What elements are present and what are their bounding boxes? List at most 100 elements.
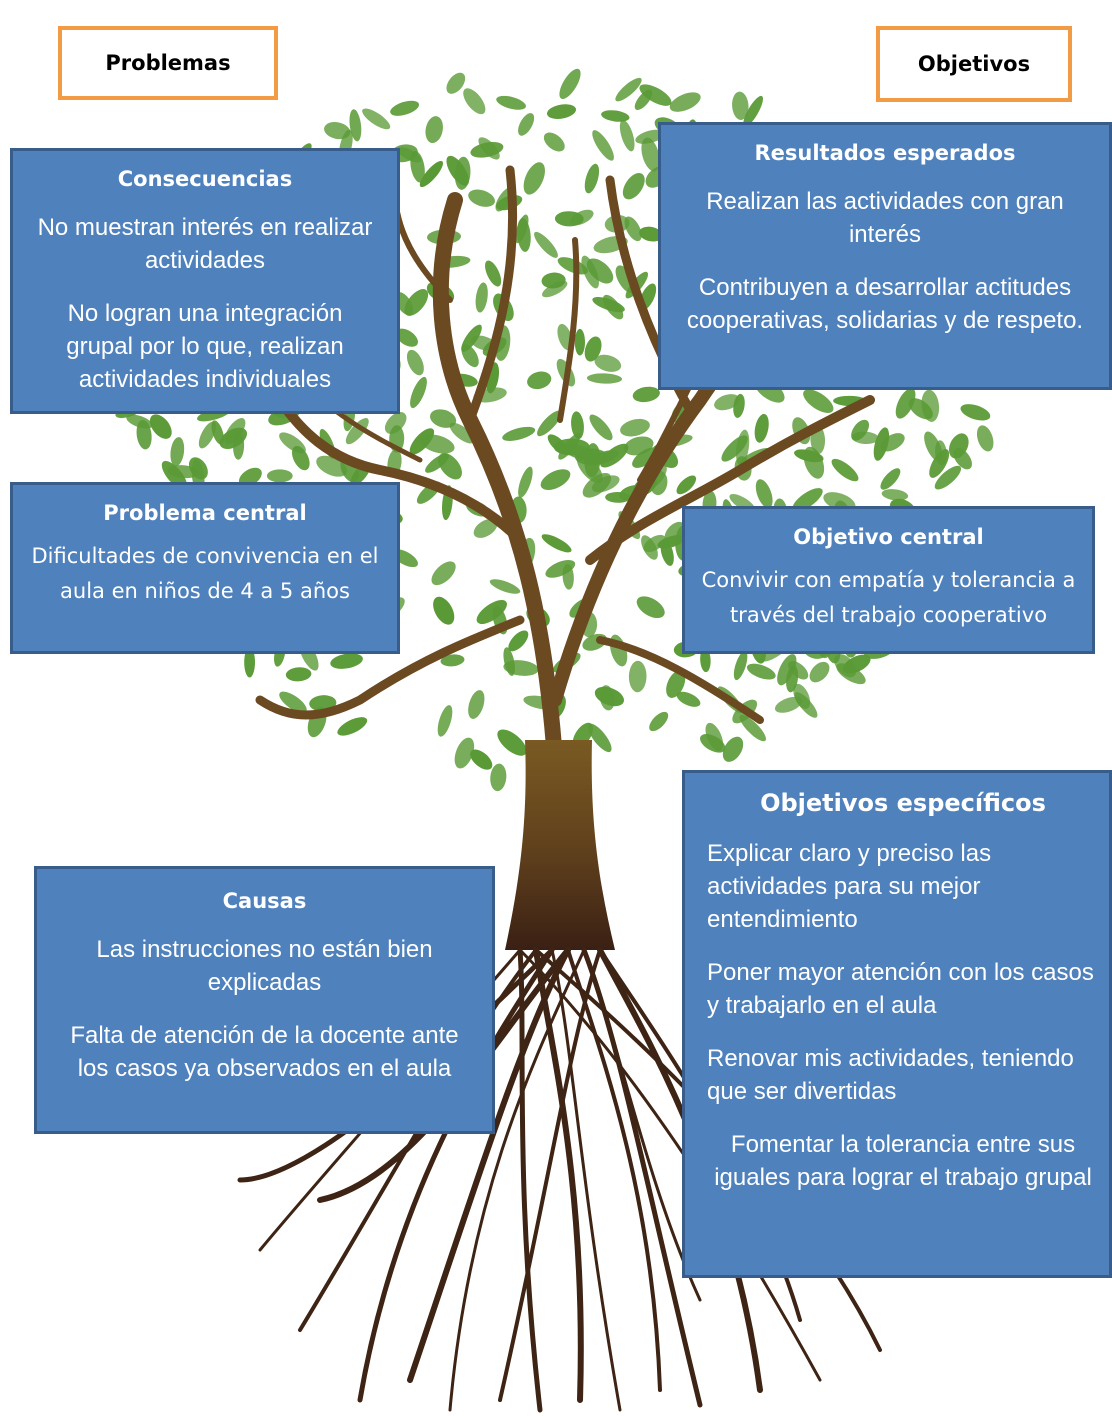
expected-result-item: Contribuyen a desarrollar actitudes coop…	[686, 274, 1084, 334]
leaf-shape	[440, 654, 465, 667]
root-strand	[518, 948, 822, 1382]
leaf-shape	[881, 489, 909, 501]
specific-objective-item: Poner mayor atención con los casos y tra…	[707, 959, 1094, 1019]
leaf-shape	[449, 422, 475, 444]
leaf-shape	[649, 711, 669, 732]
leaf-shape	[446, 155, 469, 186]
leaf-shape	[581, 255, 599, 289]
leaf-shape	[676, 691, 701, 707]
leaf-shape	[582, 472, 612, 498]
leaf-shape	[554, 211, 584, 227]
leaf-shape	[410, 150, 425, 183]
leaf-shape	[559, 68, 581, 100]
leaf-shape	[628, 660, 647, 693]
leaf-shape	[534, 231, 558, 258]
objectives-header-label: Objetivos	[917, 52, 1031, 76]
leaf-shape	[517, 218, 531, 252]
leaf-shape	[700, 734, 726, 753]
cause-item: Las instrucciones no están bien explicad…	[96, 936, 433, 996]
leaf-shape	[622, 172, 645, 200]
consequences-title: Consecuencias	[117, 167, 293, 191]
objectives-header: Objetivos	[876, 26, 1072, 102]
leaf-shape	[473, 518, 498, 538]
central-objective-title: Objetivo central	[793, 525, 984, 549]
leaf-shape	[960, 404, 991, 421]
leaf-shape	[792, 488, 823, 512]
problems-header-label: Problemas	[105, 51, 231, 75]
leaf-shape	[615, 77, 642, 102]
central-objective-box: Objetivo central Convivir con empatía y …	[682, 506, 1095, 654]
leaf-shape	[635, 129, 666, 144]
leaf-shape	[224, 418, 246, 445]
leaf-shape	[634, 89, 653, 111]
specific-objectives-box: Objetivos específicos Explicar claro y p…	[682, 770, 1112, 1278]
leaf-shape	[831, 458, 859, 482]
leaf-shape	[589, 414, 613, 441]
leaf-shape	[244, 647, 256, 678]
leaf-shape	[733, 650, 748, 681]
leaf-shape	[774, 696, 803, 713]
leaf-shape	[594, 354, 622, 372]
leaf-shape	[537, 410, 562, 437]
leaf-shape	[664, 521, 686, 544]
leaf-shape	[437, 705, 453, 737]
leaf-shape	[468, 690, 485, 719]
leaf-shape	[755, 479, 773, 509]
leaf-shape	[508, 630, 529, 652]
leaf-shape	[594, 686, 625, 707]
leaf-shape	[873, 427, 890, 461]
root-strand	[533, 947, 584, 1403]
leaf-shape	[470, 141, 504, 158]
leaf-shape	[496, 95, 526, 110]
expected-results-title: Resultados esperados	[754, 141, 1016, 165]
leaf-shape	[641, 137, 660, 172]
leaf-shape	[851, 431, 879, 445]
leaf-shape	[639, 226, 663, 242]
leaf-shape	[948, 433, 969, 459]
leaf-shape	[620, 418, 650, 437]
specific-objective-item: Renovar mis actividades, teniendo que se…	[707, 1045, 1074, 1105]
leaf-shape	[588, 723, 612, 753]
causes-title: Causas	[222, 889, 307, 913]
expected-result-item: Realizan las actividades con gran interé…	[706, 188, 1064, 248]
leaf-shape	[337, 717, 368, 736]
leaf-shape	[502, 426, 536, 441]
leaf-shape	[395, 328, 418, 347]
leaf-shape	[266, 469, 293, 483]
leaf-shape	[935, 440, 947, 466]
leaf-shape	[586, 373, 623, 384]
leaf-shape	[149, 414, 172, 439]
leaf-shape	[279, 432, 306, 454]
leaf-shape	[167, 465, 199, 479]
leaf-shape	[419, 160, 444, 188]
leaf-shape	[722, 736, 744, 762]
leaf-shape	[976, 425, 994, 452]
leaf-shape	[754, 413, 769, 443]
consequences-box: Consecuencias No muestran interés en rea…	[10, 148, 400, 414]
leaf-shape	[743, 95, 763, 127]
leaf-shape	[803, 446, 825, 479]
leaf-shape	[880, 468, 901, 490]
leaf-shape	[349, 109, 362, 142]
leaf-shape	[285, 667, 312, 682]
leaf-shape	[476, 600, 507, 624]
leaf-shape	[433, 596, 455, 625]
leaf-shape	[136, 419, 152, 450]
leaf-shape	[601, 110, 630, 122]
leaf-shape	[584, 336, 602, 362]
specific-objective-item: Explicar claro y preciso las actividades…	[707, 840, 992, 933]
leaf-shape	[475, 282, 488, 313]
root-strand	[550, 948, 622, 1412]
leaf-shape	[461, 324, 482, 352]
leaf-shape	[809, 661, 830, 683]
leaf-shape	[636, 596, 665, 619]
central-objective-text: Convivir con empatía y tolerancia a trav…	[701, 568, 1076, 627]
leaf-shape	[934, 465, 962, 490]
leaf-shape	[518, 113, 535, 136]
leaf-shape	[666, 670, 686, 698]
leaf-shape	[895, 388, 916, 419]
leaf-shape	[541, 280, 568, 298]
leaf-shape	[571, 411, 584, 440]
central-problem-box: Problema central Dificultades de convive…	[10, 482, 400, 654]
leaf-shape	[836, 663, 866, 685]
